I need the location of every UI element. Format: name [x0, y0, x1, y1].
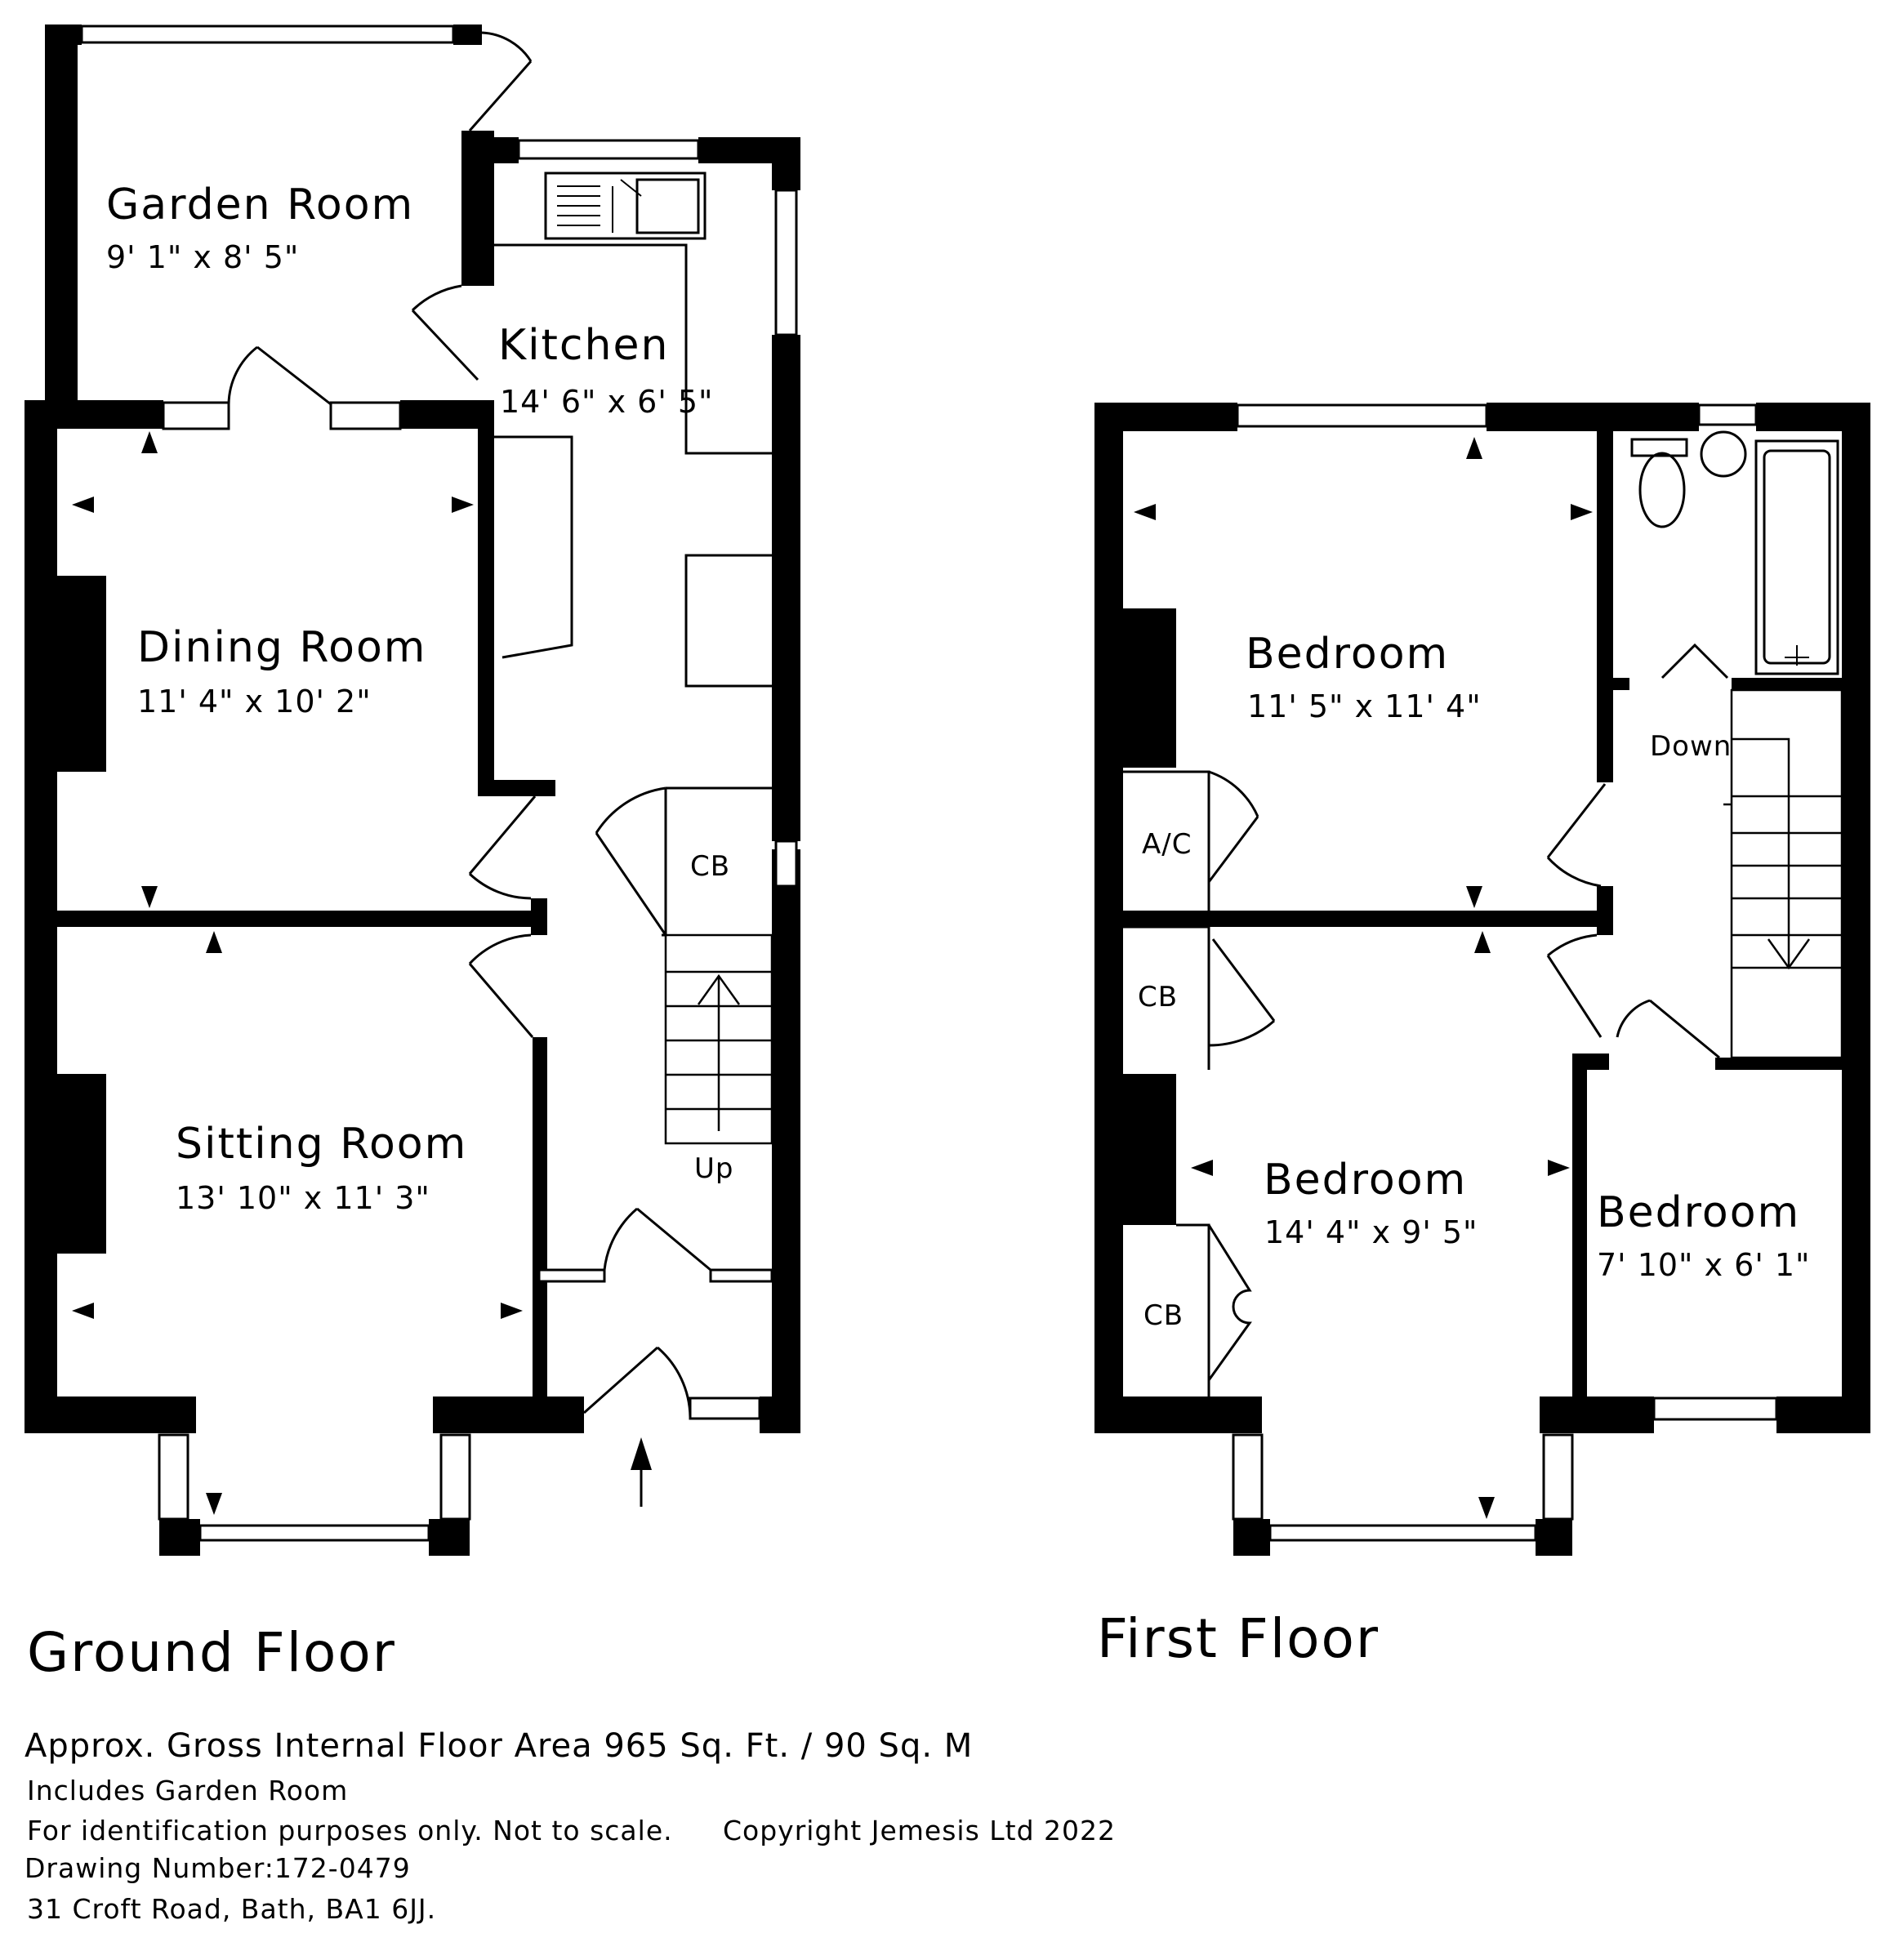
includes-text: Includes Garden Room	[27, 1775, 349, 1806]
drawing-number-text: Drawing Number:172-0479	[25, 1852, 411, 1884]
bath-taps-icon	[1785, 645, 1809, 666]
bedroom-2-dims: 14' 4" x 9' 5"	[1264, 1214, 1478, 1250]
floor-area-text: Approx. Gross Internal Floor Area 965 Sq…	[25, 1727, 974, 1765]
kitchen-name: Kitchen	[498, 321, 669, 370]
airing-cupboard-label: A/C	[1142, 828, 1192, 861]
garden-room-name: Garden Room	[106, 180, 414, 229]
dining-room-dims: 11' 4" x 10' 2"	[137, 684, 372, 719]
disclaimer-text: For identification purposes only. Not to…	[27, 1815, 673, 1846]
first-floor-dimension-arrows	[1134, 437, 1593, 1519]
ground-floor-doors	[227, 31, 772, 1418]
first-floor-title: First Floor	[1097, 1607, 1380, 1670]
address-text: 31 Croft Road, Bath, BA1 6JJ.	[27, 1893, 437, 1925]
first-cupboard-label-2: CB	[1143, 1299, 1184, 1332]
garden-room-dims: 9' 1" x 8' 5"	[106, 239, 299, 275]
sink-drainer-icon	[557, 179, 642, 233]
first-floor-cupboards	[1123, 770, 1276, 1396]
bedroom-3-name: Bedroom	[1597, 1188, 1800, 1237]
bedroom-2-name: Bedroom	[1264, 1156, 1467, 1205]
first-floor-stairs	[1723, 688, 1843, 1059]
ground-floor-plan: Garden Room 9' 1" x 8' 5" Kitchen 14' 6"…	[25, 24, 800, 1556]
ground-floor-dimension-arrows	[72, 431, 523, 1515]
sitting-room-name: Sitting Room	[176, 1120, 467, 1169]
dining-room-name: Dining Room	[137, 623, 426, 672]
first-floor-plan: Bedroom 11' 5" x 11' 4" Bedroom 14' 4" x…	[1094, 403, 1870, 1556]
ground-floor-title: Ground Floor	[27, 1621, 396, 1684]
kitchen-dims: 14' 6" x 6' 5"	[500, 384, 714, 420]
first-floor-windows	[1232, 403, 1778, 1542]
ground-stairs-label: Up	[694, 1152, 733, 1185]
sitting-room-dims: 13' 10" x 11' 3"	[176, 1180, 430, 1216]
first-floor-doors	[1546, 783, 1720, 1059]
copyright-text: Copyright Jemesis Ltd 2022	[723, 1815, 1117, 1846]
bedroom-1-dims: 11' 5" x 11' 4"	[1247, 688, 1482, 724]
ground-floor-windows	[80, 24, 798, 1542]
ground-cupboard-label: CB	[690, 850, 730, 883]
first-stairs-label: Down	[1650, 730, 1732, 763]
ground-floor-walls	[25, 24, 800, 1556]
first-floor-walls	[1094, 403, 1870, 1556]
bedroom-3-dims: 7' 10" x 6' 1"	[1597, 1247, 1811, 1283]
first-cupboard-label-1: CB	[1138, 981, 1178, 1013]
ground-floor-stairs	[664, 933, 773, 1145]
kitchen-fittings	[494, 172, 772, 688]
bathroom-fittings	[1630, 430, 1839, 679]
entrance-arrow-icon	[631, 1437, 652, 1507]
bedroom-1-name: Bedroom	[1246, 630, 1449, 679]
